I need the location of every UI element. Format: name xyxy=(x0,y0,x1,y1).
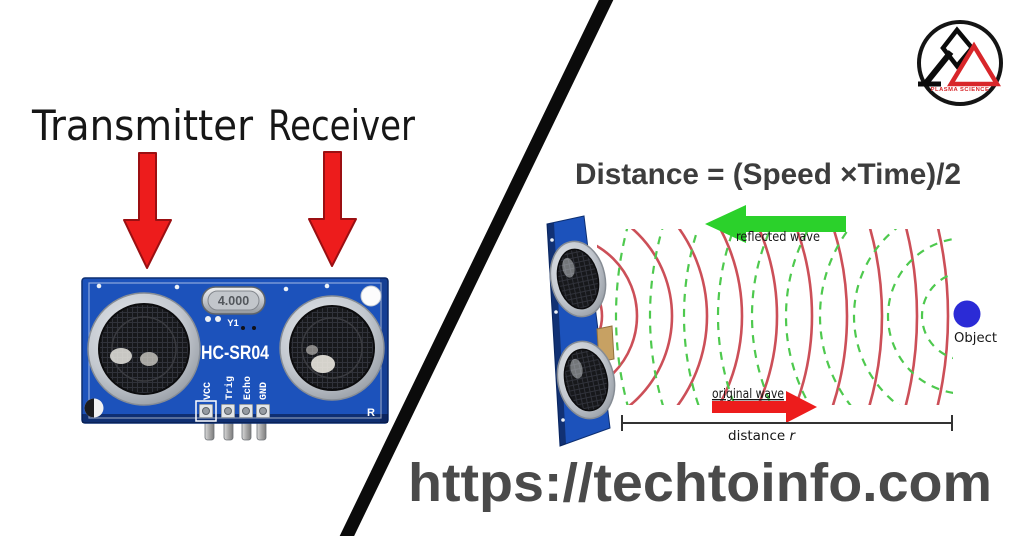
crystal-oscillator: 4.000 xyxy=(201,286,266,315)
original-wave-arrow-icon xyxy=(712,391,817,423)
watermark-url: https://techtoinfo.com xyxy=(408,453,992,513)
solder-pads xyxy=(195,400,270,422)
pin-label-gnd: GND xyxy=(259,382,270,400)
pin-label-vcc: VCC xyxy=(203,382,214,400)
plasma-science-logo: PLASMA SCIENCE xyxy=(917,20,1003,106)
transmitter-arrow-icon xyxy=(123,152,172,269)
pin-label-trig: Trig xyxy=(224,376,236,400)
original-wave-label: original wave xyxy=(712,386,784,402)
sensor-photo-side xyxy=(546,215,616,447)
pcb-dots xyxy=(241,326,256,330)
reflected-wave-arcs xyxy=(615,229,953,405)
pin-label-echo: Echo xyxy=(242,376,254,400)
reflected-wave-arrow-icon xyxy=(705,205,846,243)
receiver-arrow-icon xyxy=(308,151,357,267)
reflected-wave-label: reflected wave xyxy=(736,229,820,245)
side-transducer-bottom xyxy=(556,340,616,420)
right-panel: Distance = (Speed ×Time)/2 xyxy=(546,158,997,447)
logo-text: PLASMA SCIENCE xyxy=(931,87,990,93)
diagonal-divider xyxy=(339,0,614,536)
mount-hole xyxy=(360,285,382,307)
distance-label: distance r xyxy=(728,428,797,444)
corner-mark-text: R xyxy=(367,407,375,419)
sensor-model-text: HC-SR04 xyxy=(201,343,269,364)
distance-dimension xyxy=(621,415,953,431)
crystal-value-text: 4.000 xyxy=(218,294,249,308)
pin-labels: VCC Trig Echo GND xyxy=(203,376,270,400)
logo-slash-icon xyxy=(923,50,954,85)
sensor-pins xyxy=(204,419,267,441)
receiver-label: Receiver xyxy=(268,101,416,150)
hc-sr04-sensor-photo: 4.000 Y1 HC-SR04 VCC Trig Echo GND xyxy=(81,277,389,441)
left-panel: Transmitter Receiver xyxy=(31,101,416,441)
transmitter-transducer xyxy=(87,292,201,406)
logo-triangle-icon xyxy=(947,41,1001,87)
object-label: Object xyxy=(954,330,997,346)
side-pcb-vias xyxy=(550,238,565,422)
receiver-transducer xyxy=(279,295,385,401)
object-dot xyxy=(953,300,981,328)
original-wave-arcs xyxy=(597,229,950,405)
side-transducer-top xyxy=(549,240,607,318)
formula-title: Distance = (Speed ×Time)/2 xyxy=(575,158,961,191)
logo-diamond-icon xyxy=(940,26,975,70)
transmitter-label: Transmitter xyxy=(31,101,254,150)
pcb-vias xyxy=(96,283,330,322)
crystal-ref-text: Y1 xyxy=(227,318,239,329)
